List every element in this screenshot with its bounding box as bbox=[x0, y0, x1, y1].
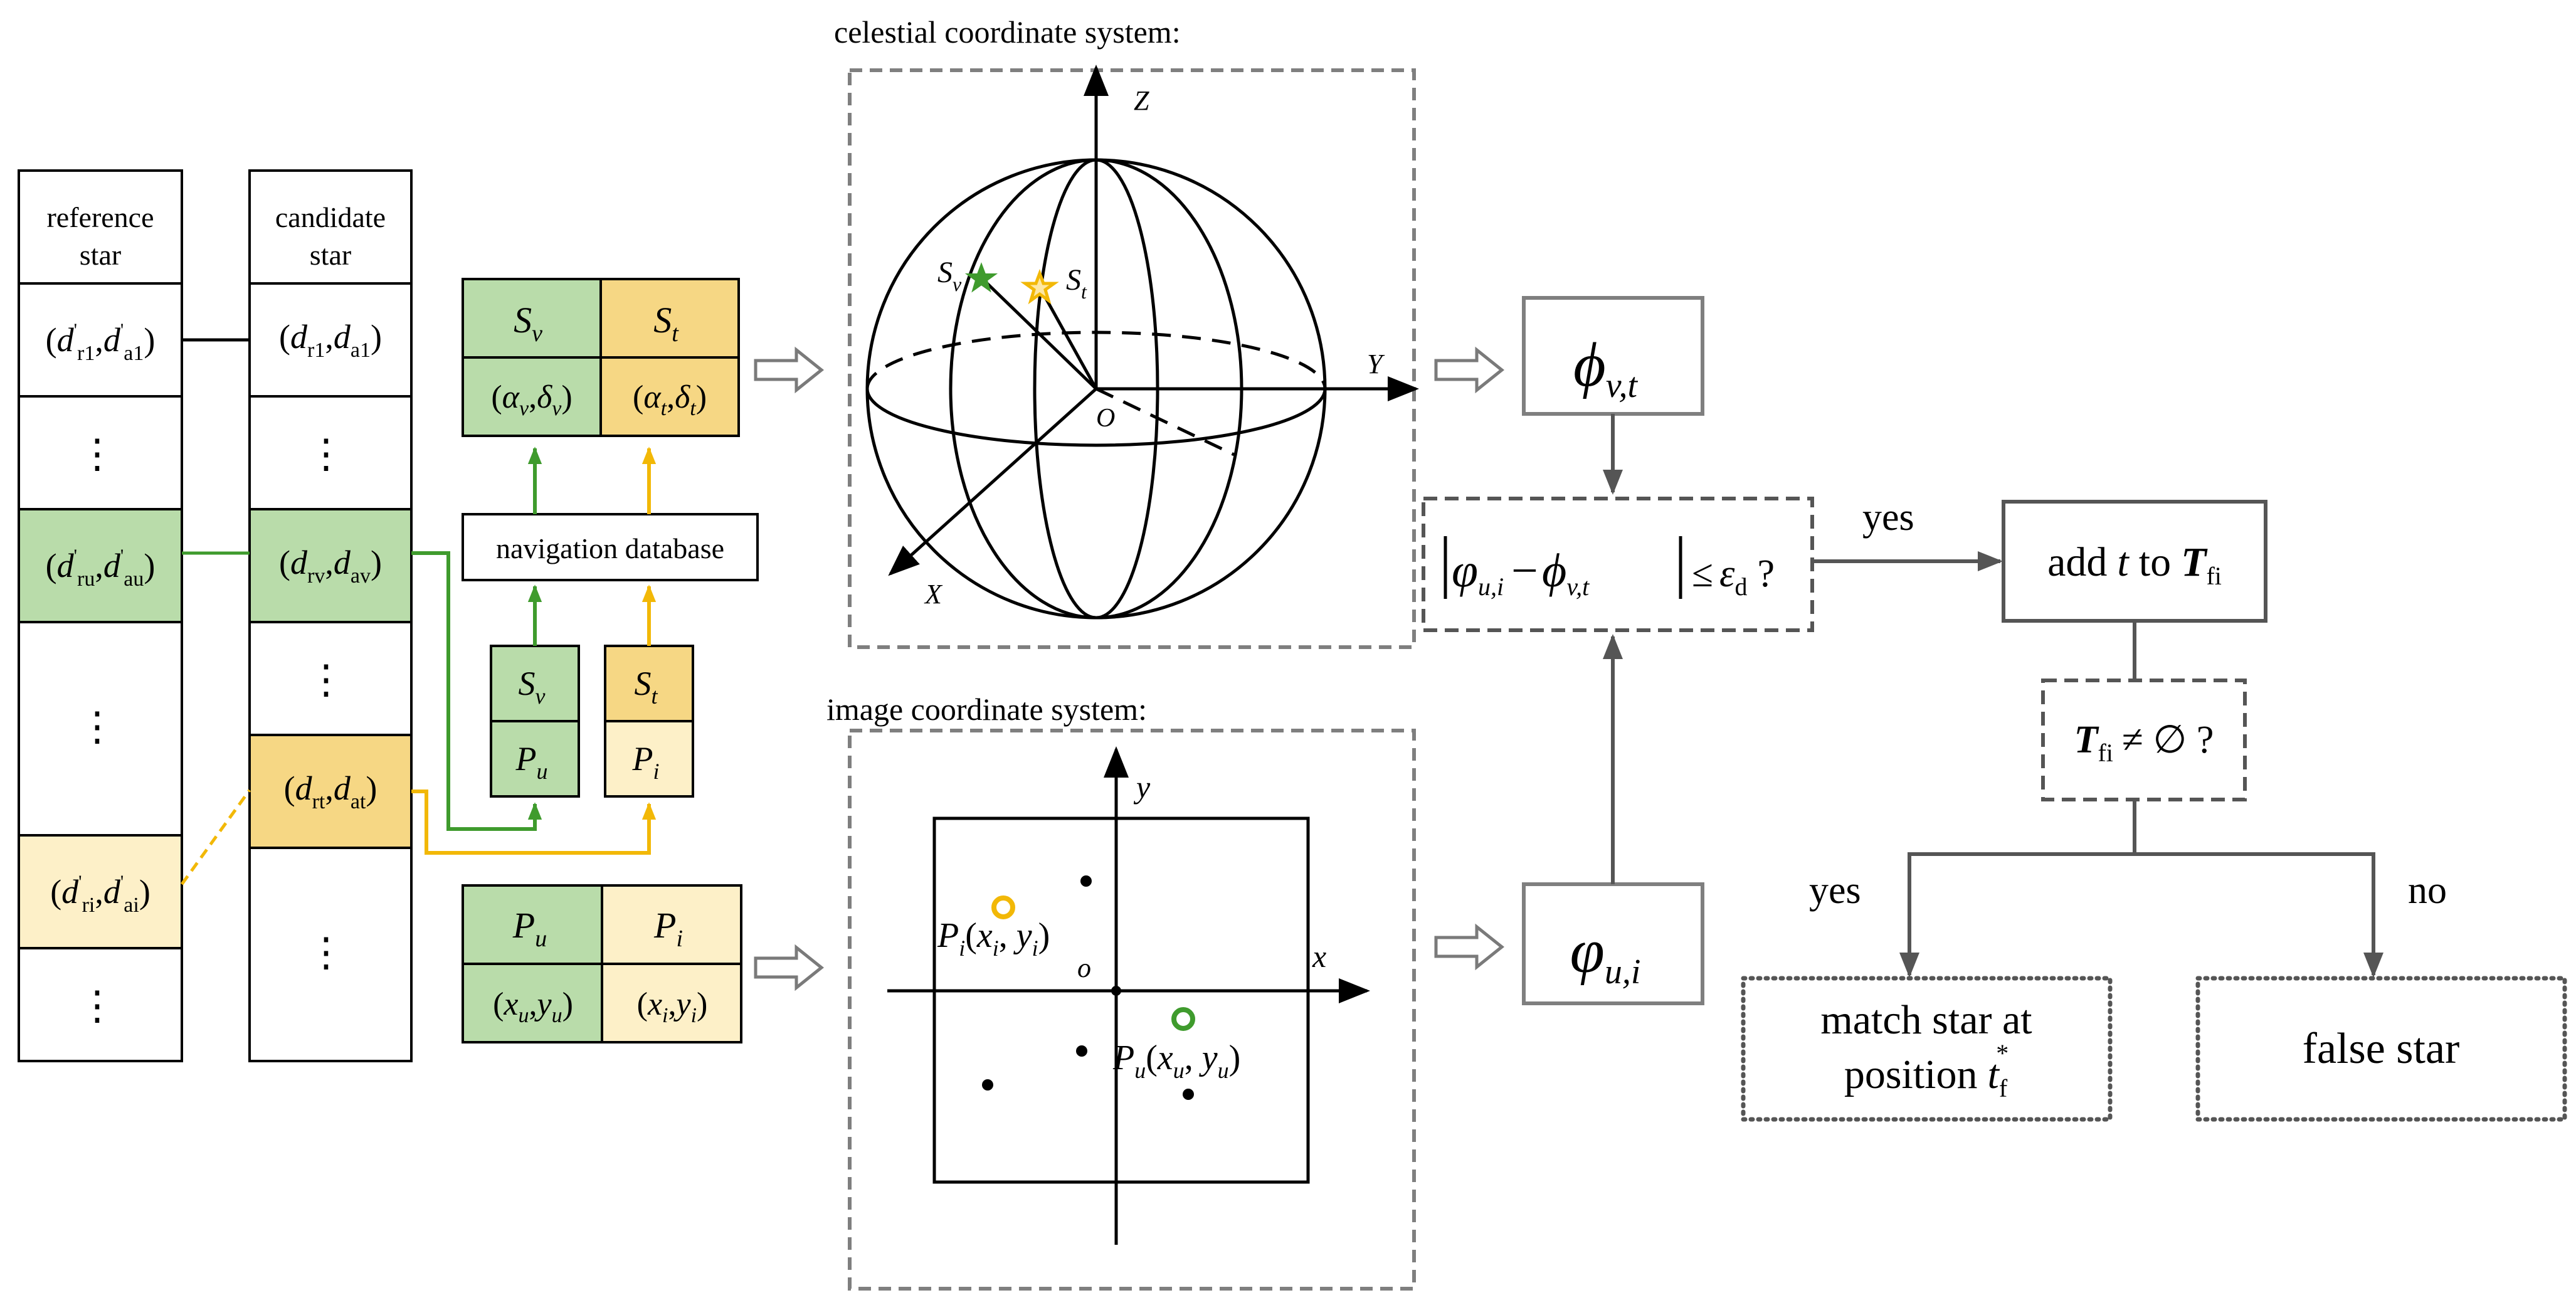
hollow-arrow-star-table bbox=[754, 346, 825, 394]
star-v-marker-icon bbox=[964, 262, 998, 293]
svg-text:φu,i−ϕv,t: φu,i−ϕv,t bbox=[1452, 544, 1590, 601]
candidate-ellipsis-2: ⋮ bbox=[306, 657, 346, 702]
no-label: no bbox=[2408, 869, 2447, 912]
elbow-yellow-rt-to-pi bbox=[411, 790, 657, 855]
celestial-sphere bbox=[865, 65, 1419, 620]
star-t-marker-icon bbox=[1020, 268, 1059, 305]
star-t-label: St bbox=[653, 300, 679, 347]
star-t-coords: (αt,δt) bbox=[633, 379, 707, 420]
connector-yellow-dashed bbox=[180, 789, 251, 885]
star-point bbox=[1080, 875, 1092, 887]
star-coordinate-table: Sv St (αv,δv) (αt,δt) bbox=[462, 278, 740, 437]
false-star-box bbox=[2195, 976, 2567, 1122]
reference-ellipsis-3: ⋮ bbox=[77, 983, 117, 1028]
reference-row-1: (d'r1,d'a1) bbox=[46, 320, 156, 365]
reference-ellipsis-2: ⋮ bbox=[77, 704, 117, 749]
celestial-title: celestial coordinate system: bbox=[834, 14, 1181, 50]
origin-O-label: O bbox=[1096, 404, 1115, 433]
star-point bbox=[1076, 1045, 1087, 1057]
image-axis-y-label: y bbox=[1133, 769, 1151, 805]
empty-check-text: Tfi≠ ∅ ? bbox=[2074, 719, 2214, 767]
navigation-database-box bbox=[462, 513, 759, 581]
svg-text:Pi: Pi bbox=[631, 740, 659, 784]
point-u-label: Pu bbox=[512, 905, 547, 952]
svg-text:St: St bbox=[634, 665, 658, 709]
elbow-green-rv-to-pu bbox=[411, 551, 542, 831]
yes-label-2: yes bbox=[1809, 869, 1861, 912]
star-v-label-sphere: Sv bbox=[937, 256, 962, 295]
condition-expression: φu,i−ϕv,t ≤εd? bbox=[1444, 536, 1775, 601]
image-plane bbox=[887, 746, 1370, 1245]
image-frame bbox=[848, 729, 1416, 1291]
point-i-label: Pi bbox=[653, 905, 683, 952]
reference-star-table: reference star (d'r1,d'a1) ⋮ (d'ru,d'au)… bbox=[18, 169, 183, 1062]
varphi-box bbox=[1522, 882, 1704, 1005]
star-t-label-sphere: St bbox=[1066, 263, 1087, 303]
image-origin-dot bbox=[1111, 986, 1121, 996]
false-star-label: false star bbox=[2303, 1025, 2460, 1073]
star-v-coords: (αv,δv) bbox=[491, 379, 572, 420]
point-u-coords: (xu,yu) bbox=[493, 986, 573, 1027]
point-i-marker-icon bbox=[991, 895, 1015, 919]
image-title: image coordinate system: bbox=[826, 692, 1147, 727]
axis-x-label: X bbox=[924, 579, 943, 610]
navigation-database-label: navigation database bbox=[496, 532, 724, 564]
candidate-ellipsis-1: ⋮ bbox=[306, 431, 346, 476]
arrow-check-to-false bbox=[2135, 852, 2383, 978]
reference-ellipsis-1: ⋮ bbox=[77, 431, 117, 476]
candidate-star-table: candidate star (dr1,da1) ⋮ (drv,dav) ⋮ (… bbox=[248, 169, 413, 1062]
image-origin-label: o bbox=[1077, 953, 1091, 983]
star-v-label: Sv bbox=[514, 300, 542, 347]
point-u-marker-icon bbox=[1171, 1007, 1195, 1031]
axis-y-label: Y bbox=[1367, 349, 1385, 379]
star-point bbox=[982, 1079, 993, 1091]
reference-row-u: (d'ru,d'au) bbox=[46, 546, 156, 591]
candidate-row-v: (drv,dav) bbox=[279, 544, 382, 588]
candidate-ellipsis-3: ⋮ bbox=[306, 930, 346, 975]
svg-text:≤εd?: ≤εd? bbox=[1692, 552, 1775, 601]
svg-text:Pu: Pu bbox=[515, 740, 548, 784]
point-i-coords: (xi,yi) bbox=[637, 986, 708, 1027]
empty-check-box bbox=[2041, 679, 2247, 801]
hollow-arrow-image bbox=[1434, 923, 1505, 971]
condition-box bbox=[1422, 497, 1814, 632]
axis-z-label: Z bbox=[1134, 85, 1149, 116]
phi-box bbox=[1522, 296, 1704, 416]
add-box bbox=[2002, 500, 2267, 623]
phi-symbol: ϕv,t bbox=[1573, 330, 1638, 405]
point-u-annotation: Pu(xu, yu) bbox=[1112, 1038, 1240, 1083]
svg-text:Sv: Sv bbox=[519, 665, 546, 709]
celestial-frame bbox=[848, 68, 1416, 649]
yes-label-1: yes bbox=[1862, 496, 1914, 539]
point-i-annotation: Pi(xi, yi) bbox=[937, 916, 1050, 961]
match-star-line1: match star at bbox=[1820, 997, 2032, 1043]
varphi-symbol: φu,i bbox=[1570, 916, 1641, 991]
match-star-box bbox=[1741, 976, 2113, 1122]
reference-header-line2: star bbox=[80, 239, 121, 271]
point-coordinate-table: Pu Pi (xu,yu) (xi,yi) bbox=[462, 884, 742, 1043]
hollow-arrow-celestial bbox=[1434, 346, 1505, 394]
arrow-check-to-match bbox=[1899, 800, 2136, 978]
candidate-header-line1: candidate bbox=[275, 201, 386, 233]
hollow-arrow-point-table bbox=[754, 944, 825, 991]
mini-box-t: St Pi bbox=[604, 645, 694, 798]
reference-header-line1: reference bbox=[46, 201, 154, 233]
candidate-header-line2: star bbox=[310, 239, 351, 271]
mini-box-v: Sv Pu bbox=[490, 645, 580, 798]
star-point bbox=[1183, 1089, 1194, 1100]
image-axis-x-label: x bbox=[1312, 939, 1326, 974]
